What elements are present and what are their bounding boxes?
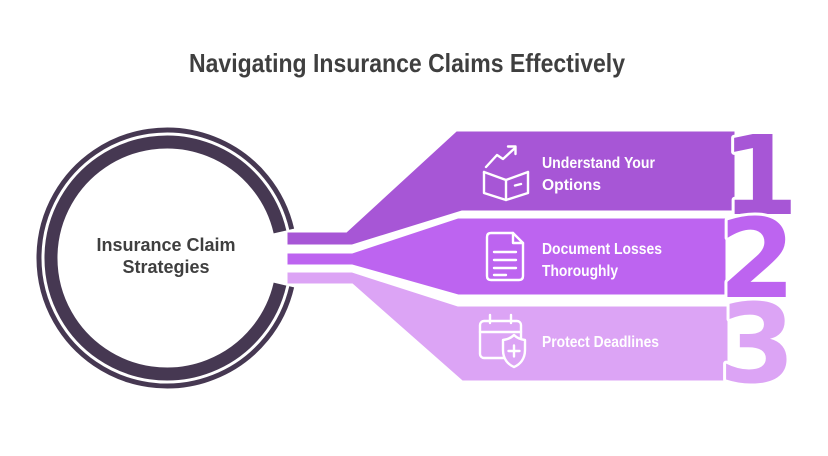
step-3-shape: [284, 269, 731, 384]
step-banner-3: [284, 269, 731, 384]
step-2-label-line1: Document Losses: [542, 241, 662, 258]
page-title: Navigating Insurance Claims Effectively: [189, 48, 625, 78]
center-circle-ring: [36, 127, 295, 389]
center-label-line1: Insurance Claim: [96, 235, 235, 255]
document-icon: [485, 231, 525, 282]
ring-outer-thin-arc: [36, 127, 295, 389]
calendar-shield-icon: [478, 313, 527, 369]
step-1-label-line1: Understand Your: [542, 155, 655, 172]
step-1-label-line2: Options: [542, 177, 601, 194]
step-2-label-line2: Thoroughly: [542, 263, 618, 280]
step-3-number: 3: [719, 280, 796, 408]
step-1-shape: [284, 128, 738, 248]
step-1-label: Understand Your Options: [542, 155, 655, 194]
step-2-shape: [284, 215, 729, 298]
step-2-label: Document Losses Thoroughly: [542, 241, 662, 280]
step-1-number: 1: [722, 112, 799, 240]
step-2-number: 2: [719, 195, 796, 323]
step-banner-1: [284, 128, 738, 248]
step-3-label-line1: Protect Deadlines: [542, 334, 659, 351]
step-banner-2: [284, 215, 729, 298]
box-trend-arrow-icon: [482, 145, 530, 202]
ring-inner-thick-arc: [44, 135, 287, 381]
center-label-line2: Strategies: [122, 257, 209, 277]
step-3-label: Protect Deadlines: [542, 334, 659, 351]
center-label: Insurance Claim Strategies: [96, 235, 235, 277]
